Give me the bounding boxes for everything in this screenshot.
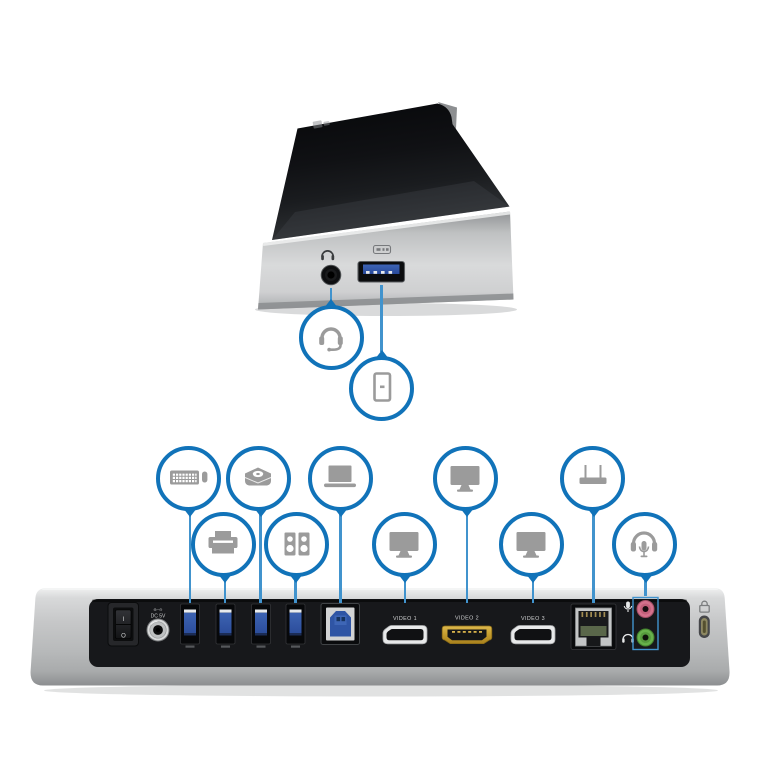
video3-label: VIDEO 3	[521, 616, 545, 622]
ethernet-port	[570, 603, 617, 650]
rear-shadow	[44, 684, 718, 697]
callout-pointer-hdmi-video2	[460, 507, 474, 517]
callout-printer	[190, 511, 256, 577]
callout-pointer-displayport-video3	[526, 573, 540, 583]
callout-hard-drive	[225, 445, 291, 511]
headset-jack	[320, 264, 342, 286]
hdmi-video2: VIDEO 2	[441, 616, 493, 644]
fast-charge-badge	[372, 244, 392, 255]
callout-pointer-ethernet-port	[586, 507, 601, 517]
callout-monitor	[432, 445, 498, 511]
face-top-highlight	[263, 211, 511, 246]
usb-port-3	[251, 603, 271, 648]
top-sheen	[272, 181, 510, 240]
headset-boom-icon	[311, 317, 351, 357]
brand-logo	[312, 120, 330, 129]
callout-line-hdmi-video2	[465, 514, 469, 603]
callout-line-headset-jack	[329, 288, 333, 301]
callout-laptop	[307, 445, 373, 511]
chassis-top-highlight	[42, 588, 718, 590]
fast-charge-usb-port	[357, 260, 406, 283]
switch-on-mark: I	[122, 616, 124, 623]
callout-line-displayport-video1	[403, 580, 407, 603]
dc-power-jack: ⊕–⊖ DC 5V	[146, 607, 170, 642]
wireless-router-icon	[573, 458, 613, 498]
headphone-symbol-front	[321, 250, 335, 261]
callout-line-usb-port-1	[188, 514, 192, 603]
callout-line-fast-charge-usb-port	[380, 285, 383, 352]
video1-label: VIDEO 1	[393, 616, 417, 622]
dock-rear-view: I O ⊕–⊖ DC 5V	[30, 588, 730, 697]
callout-pointer-usb-port-3	[253, 507, 268, 517]
callout-keyboard	[156, 445, 221, 511]
callout-headset-boom	[298, 304, 364, 370]
callout-speakers	[264, 511, 329, 577]
callout-pointer-usb-port-2	[218, 573, 232, 583]
callout-line-usb-b-port	[339, 514, 342, 603]
headphone-jack-rear	[636, 628, 655, 647]
monitor-icon	[511, 524, 551, 564]
switch-off-mark: O	[121, 634, 126, 640]
audio-callout-bracket	[632, 596, 659, 651]
displayport-video3: VIDEO 3	[510, 616, 556, 645]
usb-port-1	[180, 603, 200, 648]
callout-monitor	[371, 511, 437, 577]
monitor-icon	[445, 458, 485, 498]
callout-line-usb-port-3	[259, 514, 262, 603]
speakers-icon	[277, 524, 317, 564]
power-switch: I O	[107, 602, 139, 647]
callout-pointer-usb-b-port	[333, 507, 348, 517]
callout-line-usb-port-2	[223, 580, 227, 603]
callout-headphones-mic	[611, 511, 677, 577]
panel-inner-shadow	[92, 599, 687, 602]
callout-pointer-headset-jack	[324, 298, 338, 308]
hard-drive-icon	[238, 458, 278, 498]
dock-top-surface	[272, 103, 510, 240]
callout-pointer-usb-port-4	[288, 573, 303, 583]
callout-wireless-router	[560, 445, 625, 511]
dc-voltage-label: DC 5V	[151, 614, 166, 620]
headphones-mic-icon	[624, 524, 664, 564]
keyboard-icon	[169, 458, 209, 498]
dc-polarity-symbols: ⊕–⊖	[153, 607, 162, 612]
video2-label: VIDEO 2	[455, 616, 479, 622]
callout-pointer-displayport-video1	[398, 573, 412, 583]
callout-line-usb-port-4	[294, 580, 297, 603]
callout-line-ethernet-port	[592, 514, 595, 603]
callout-line-displayport-video3	[531, 580, 535, 603]
hdmi-contacts	[452, 631, 482, 633]
callout-pointer-audio-jacks	[638, 573, 653, 583]
callout-pointer-fast-charge-usb-port	[374, 349, 389, 359]
callout-monitor	[498, 511, 564, 577]
mic-jack	[636, 600, 655, 618]
kensington-lock	[698, 600, 710, 638]
usb-b-port	[320, 603, 360, 645]
callout-tablet	[349, 355, 414, 421]
callout-line-audio-jacks	[644, 580, 647, 596]
displayport-video1: VIDEO 1	[382, 616, 428, 645]
tablet-icon	[362, 368, 402, 408]
usb-port-2	[215, 603, 236, 648]
monitor-icon	[384, 524, 424, 564]
laptop-icon	[320, 458, 360, 498]
usb-port-4	[285, 603, 306, 648]
printer-icon	[203, 524, 243, 564]
callout-pointer-usb-port-1	[183, 507, 197, 517]
microphone-symbol	[623, 601, 633, 612]
